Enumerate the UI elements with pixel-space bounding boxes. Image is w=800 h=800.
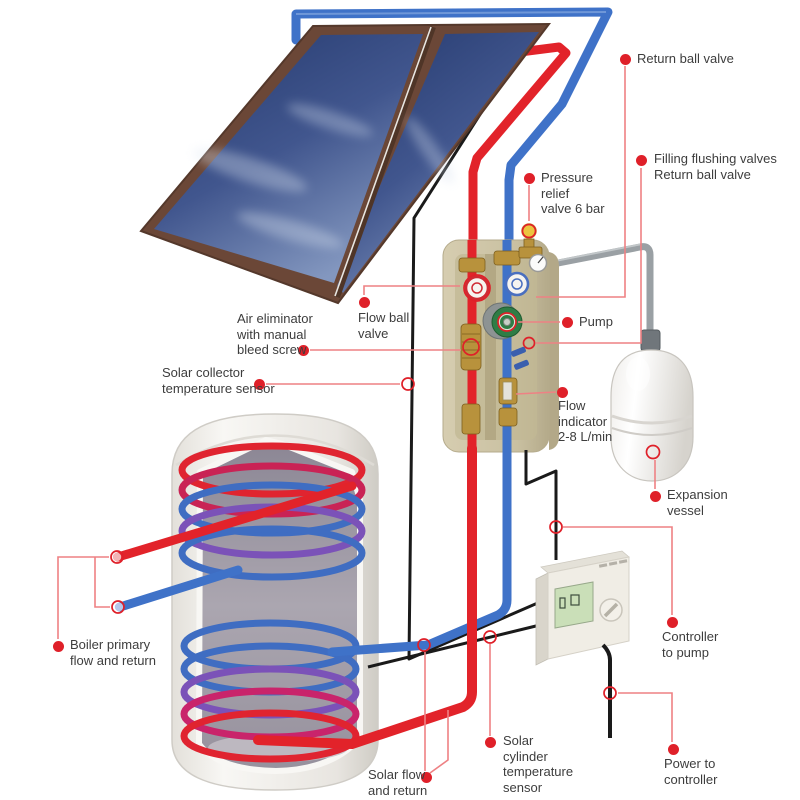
pump-face-ring [498,313,516,331]
power-wire [601,643,612,738]
dot-flow-indicator [556,386,568,398]
vessel-groove-2 [611,427,693,436]
vessel-pipe [552,243,654,334]
dot-filling-flushing [635,154,647,166]
blue-return-pipe-bottom [327,443,512,657]
lcd-digit-1 [559,597,566,609]
dot-controller-to-pump [666,616,678,628]
flow-thermometer-red-dial [471,282,483,294]
ring-filling-flushing [522,336,536,350]
blue-pipe-highlight [295,11,607,15]
leader-controller-to-pump [563,526,673,615]
ring-pressure-relief [521,223,537,239]
label-pump: Pump [579,314,613,329]
boiler-return-pipe [115,565,243,612]
red-flow-pipe-top [468,42,571,257]
filling-valve-handle-1 [510,346,526,357]
controller-knob-slot [603,602,619,618]
leader-boiler-flow [57,556,109,639]
expansion-vessel-body [610,349,694,482]
red-flow-pipe-bottom [253,443,477,749]
ring-expansion-vessel [645,444,661,460]
flow-indicator-window [502,381,513,401]
dot-solar-flow-return [420,771,432,783]
lower-coil [180,619,360,763]
callout-rings [110,223,661,700]
leader-flow-indicator [515,391,557,395]
label-boiler-primary: Boiler primary flow and return [70,637,156,668]
dot-boiler-primary [52,640,64,652]
label-filling-flushing: Filling flushing valves Return ball valv… [654,151,777,182]
ring-controller-to-pump [549,520,563,534]
control-wires [367,450,558,669]
dot-pressure-relief [523,172,535,184]
filling-valve-handle-2 [513,359,529,370]
solar-collector-panels [139,22,552,305]
dot-pump [561,316,573,328]
label-expansion-vessel: Expansion vessel [667,487,728,518]
ring-solar-return [417,638,431,652]
ring-air-eliminator [462,338,480,356]
label-collector-sensor: Solar collector temperature sensor [162,365,275,396]
flow-thermometer-red [464,275,490,301]
ring-collector-sensor [401,377,415,391]
pump-station [442,223,559,453]
lcd-digit-2 [570,594,580,606]
dot-flow-ball-valve [358,296,370,308]
pump-control-wire [524,450,558,560]
leader-return-ball-valve [536,66,626,298]
vessel-fitting-nut [640,329,661,352]
controller-left-face [535,572,549,666]
ring-flow-ball-valve [463,274,491,302]
boiler-flow-pipe-end [112,552,122,562]
ring-power-to-controller [603,686,617,700]
return-thermometer-blue-dial [511,278,523,290]
controller [535,550,630,666]
leader-filling-flushing [536,168,642,344]
dot-return-ball-valve [619,53,631,65]
label-flow-indicator: Flow indicator 2-8 L/min [558,398,613,444]
dot-cylinder-sensor [484,736,496,748]
leader-lines [57,66,673,774]
panel-left-glass [154,34,423,283]
boiler-return-pipe-end [114,602,124,612]
ring-cylinder-sensor [483,630,497,644]
vessel-groove-1 [611,414,693,425]
ring-boiler-flow [110,550,124,564]
leader-solar-flow [429,710,449,774]
label-return-ball-valve: Return ball valve [637,51,734,66]
hot-water-cylinder [112,413,379,791]
ring-boiler-return [111,600,125,614]
label-power-to-controller: Power to controller [664,756,718,787]
station-side-depth [549,252,559,450]
station-center-channel [485,254,496,440]
dot-collector-sensor [253,378,265,390]
label-controller-to-pump: Controller to pump [662,629,719,660]
cylinder-sensor-wire [367,623,541,669]
leader-power-to-controller [618,692,673,742]
pump-face-center [503,318,511,326]
return-thermometer-blue [504,271,530,297]
pressure-gauge-needle [537,256,544,264]
label-cylinder-sensor: Solar cylinder temperature sensor [503,733,574,795]
boiler-flow-pipe [113,481,357,562]
label-solar-flow-return: Solar flow and return [368,767,428,798]
vessel-shine [626,357,650,391]
label-pressure-relief: Pressure relief valve 6 bar [541,170,605,216]
expansion-vessel-group [552,243,694,482]
controller-buttons [598,559,628,568]
dot-expansion-vessel [649,490,661,502]
label-flow-ball-valve: Flow ball valve [358,310,410,341]
leader-flow-ball-valve [363,285,460,295]
glass-cloud-reflections [192,103,454,248]
panel-gap [334,25,436,299]
leader-boiler-return [94,557,110,608]
solar-pipes-bottom [253,443,512,749]
dot-air-eliminator [297,344,309,356]
dot-power-to-controller [667,743,679,755]
panel-gap-light [334,26,432,297]
label-air-eliminator: Air eliminator with manual bleed screw [237,311,313,357]
ring-pump [497,312,517,332]
